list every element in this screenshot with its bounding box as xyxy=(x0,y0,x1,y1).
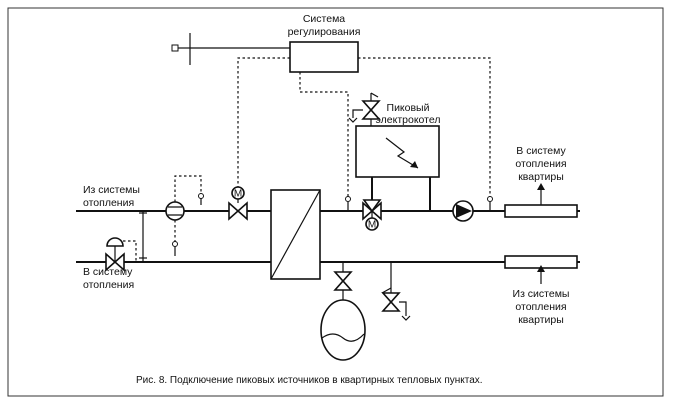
control-system-label-line2: регулирования xyxy=(288,26,361,38)
supply-arrow-head xyxy=(537,183,545,190)
pressure-regulator-actuator-icon xyxy=(106,237,124,247)
figure-caption: Рис. 8. Подключение пиковых источников в… xyxy=(136,375,483,386)
control-line-to-pump-sensor xyxy=(358,57,491,197)
return-arrow-head xyxy=(537,265,545,272)
tank-membrane-line xyxy=(321,333,365,342)
expansion-tank-icon xyxy=(320,299,366,361)
safety-valve-drain xyxy=(352,109,363,118)
motor-valve-right-triangle xyxy=(236,201,248,221)
pump-direction-mark xyxy=(456,204,472,218)
control-line-to-sensor xyxy=(299,72,349,197)
control-system-box xyxy=(289,41,359,73)
heat-meter-signal xyxy=(174,175,202,202)
motor-valve-mark: M xyxy=(234,189,242,200)
return-temp-sensor-icon xyxy=(172,241,178,247)
tank-valve-upper-triangle xyxy=(333,271,353,283)
safety-valve-lower-triangle xyxy=(361,108,381,120)
to-heating-label-line2: отопления xyxy=(83,279,134,291)
to-apartment-label-line2: отопления xyxy=(515,158,566,170)
from-heating-label-line1: Из системы xyxy=(83,184,140,196)
apartment-supply-radiator xyxy=(504,204,578,218)
motor-valve-actuator-icon xyxy=(231,186,245,200)
boiler-lightning-icon xyxy=(385,137,419,169)
return-safety-drain-mark xyxy=(401,315,411,321)
peak-boiler-label-line1: Пиковый xyxy=(387,102,430,114)
three-way-valve-actuator-icon xyxy=(365,217,379,231)
heat-meter-icon xyxy=(165,201,185,221)
electric-boiler-icon xyxy=(355,125,440,178)
pressure-regulator-right-triangle xyxy=(113,252,125,272)
return-safety-valve-lower-triangle xyxy=(381,300,401,312)
to-apartment-label-line1: В систему xyxy=(516,145,566,157)
peak-boiler-label-line2: электрокотел xyxy=(376,114,441,126)
motor-valve-left-triangle xyxy=(228,201,240,221)
three-way-valve-right-triangle xyxy=(370,201,382,221)
outdoor-sensor-icon xyxy=(171,44,179,52)
from-apartment-label-line3: квартиры xyxy=(518,314,564,326)
boiler-lightning-arrow xyxy=(410,161,418,168)
three-way-valve-mark: M xyxy=(368,220,376,231)
safety-valve-drain-mark xyxy=(348,117,358,123)
to-apartment-label-line3: квартиры xyxy=(518,171,564,183)
return-safety-valve-upper-triangle xyxy=(381,292,401,304)
control-line-to-valve xyxy=(237,57,290,188)
control-system-label-line1: Система xyxy=(303,13,345,25)
return-safety-valve-spring xyxy=(381,287,392,294)
pump-temp-sensor-icon xyxy=(487,196,493,202)
from-apartment-label-line1: Из системы xyxy=(513,288,570,300)
mixing-temp-sensor-icon xyxy=(345,196,351,202)
return-safety-valve-drain xyxy=(399,301,407,316)
three-way-valve-left-triangle xyxy=(362,201,374,221)
heat-exchanger-diagonal xyxy=(270,189,321,280)
supply-temp-sensor-icon xyxy=(198,193,204,199)
pressure-impulse-line xyxy=(123,240,137,262)
to-heating-label-line1: В систему xyxy=(83,266,133,278)
safety-valve-spring xyxy=(370,92,379,98)
pressure-regulator-left-triangle xyxy=(105,252,117,272)
from-heating-label-line2: отопления xyxy=(83,197,134,209)
heat-meter-lines xyxy=(168,206,182,216)
from-apartment-label-line2: отопления xyxy=(515,301,566,313)
